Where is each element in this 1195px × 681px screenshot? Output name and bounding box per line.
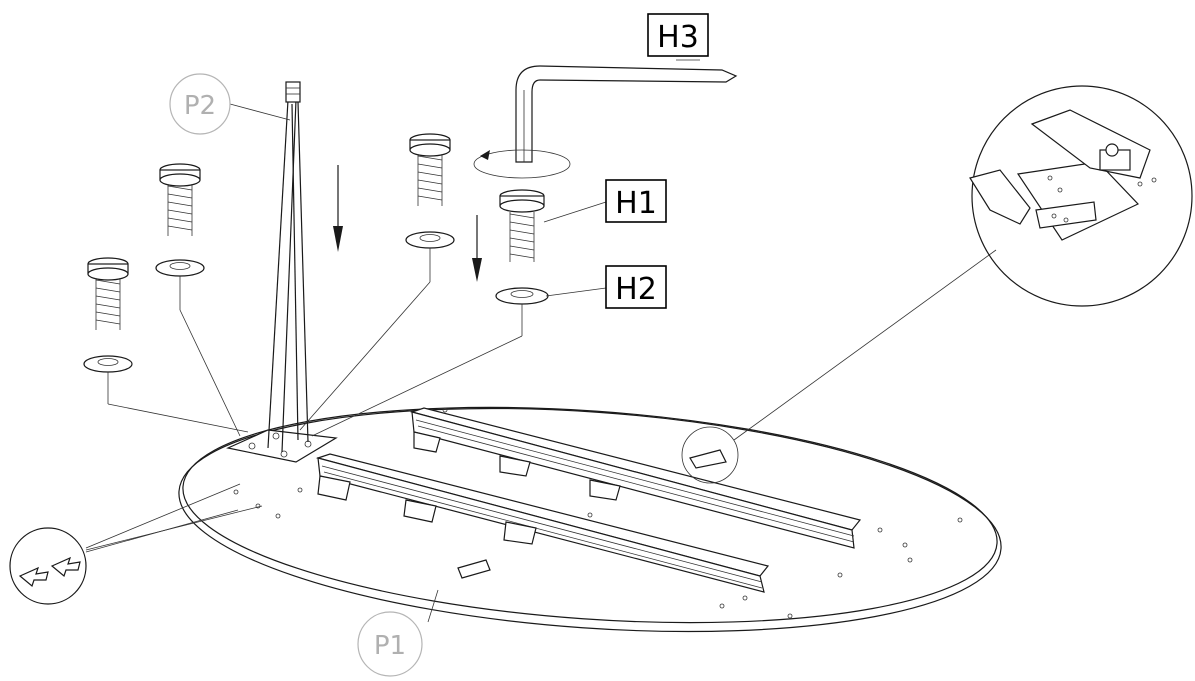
arrow-symbol-detail	[9, 483, 263, 605]
rail-back	[409, 407, 862, 549]
hex-key-h3	[473, 65, 738, 179]
svg-text:H2: H2	[615, 272, 657, 307]
label-p2: P2	[169, 73, 231, 135]
screw-c	[409, 133, 451, 206]
label-p1: P1	[357, 611, 423, 677]
callout-h3: H3	[647, 13, 709, 57]
screw-b	[159, 163, 201, 236]
washer-a	[83, 355, 133, 373]
washer-d-h2	[495, 287, 549, 305]
down-arrow-2	[472, 215, 482, 282]
callout-h2: H2	[605, 265, 667, 309]
table-top-p1	[178, 406, 1002, 633]
leg-p2	[267, 81, 309, 453]
washer-b	[155, 259, 205, 277]
screw-a	[87, 257, 129, 330]
screw-d-h1	[499, 189, 545, 262]
callout-h1: H1	[605, 179, 667, 223]
down-arrow-1	[333, 165, 343, 252]
svg-text:P2: P2	[184, 91, 216, 121]
hinge-small	[457, 249, 997, 579]
washer-c	[405, 231, 455, 249]
hinge-detail-view	[969, 85, 1193, 307]
svg-text:H3: H3	[657, 20, 699, 55]
svg-text:P1: P1	[374, 631, 406, 661]
svg-text:H1: H1	[615, 186, 657, 221]
rail-front	[315, 453, 770, 593]
